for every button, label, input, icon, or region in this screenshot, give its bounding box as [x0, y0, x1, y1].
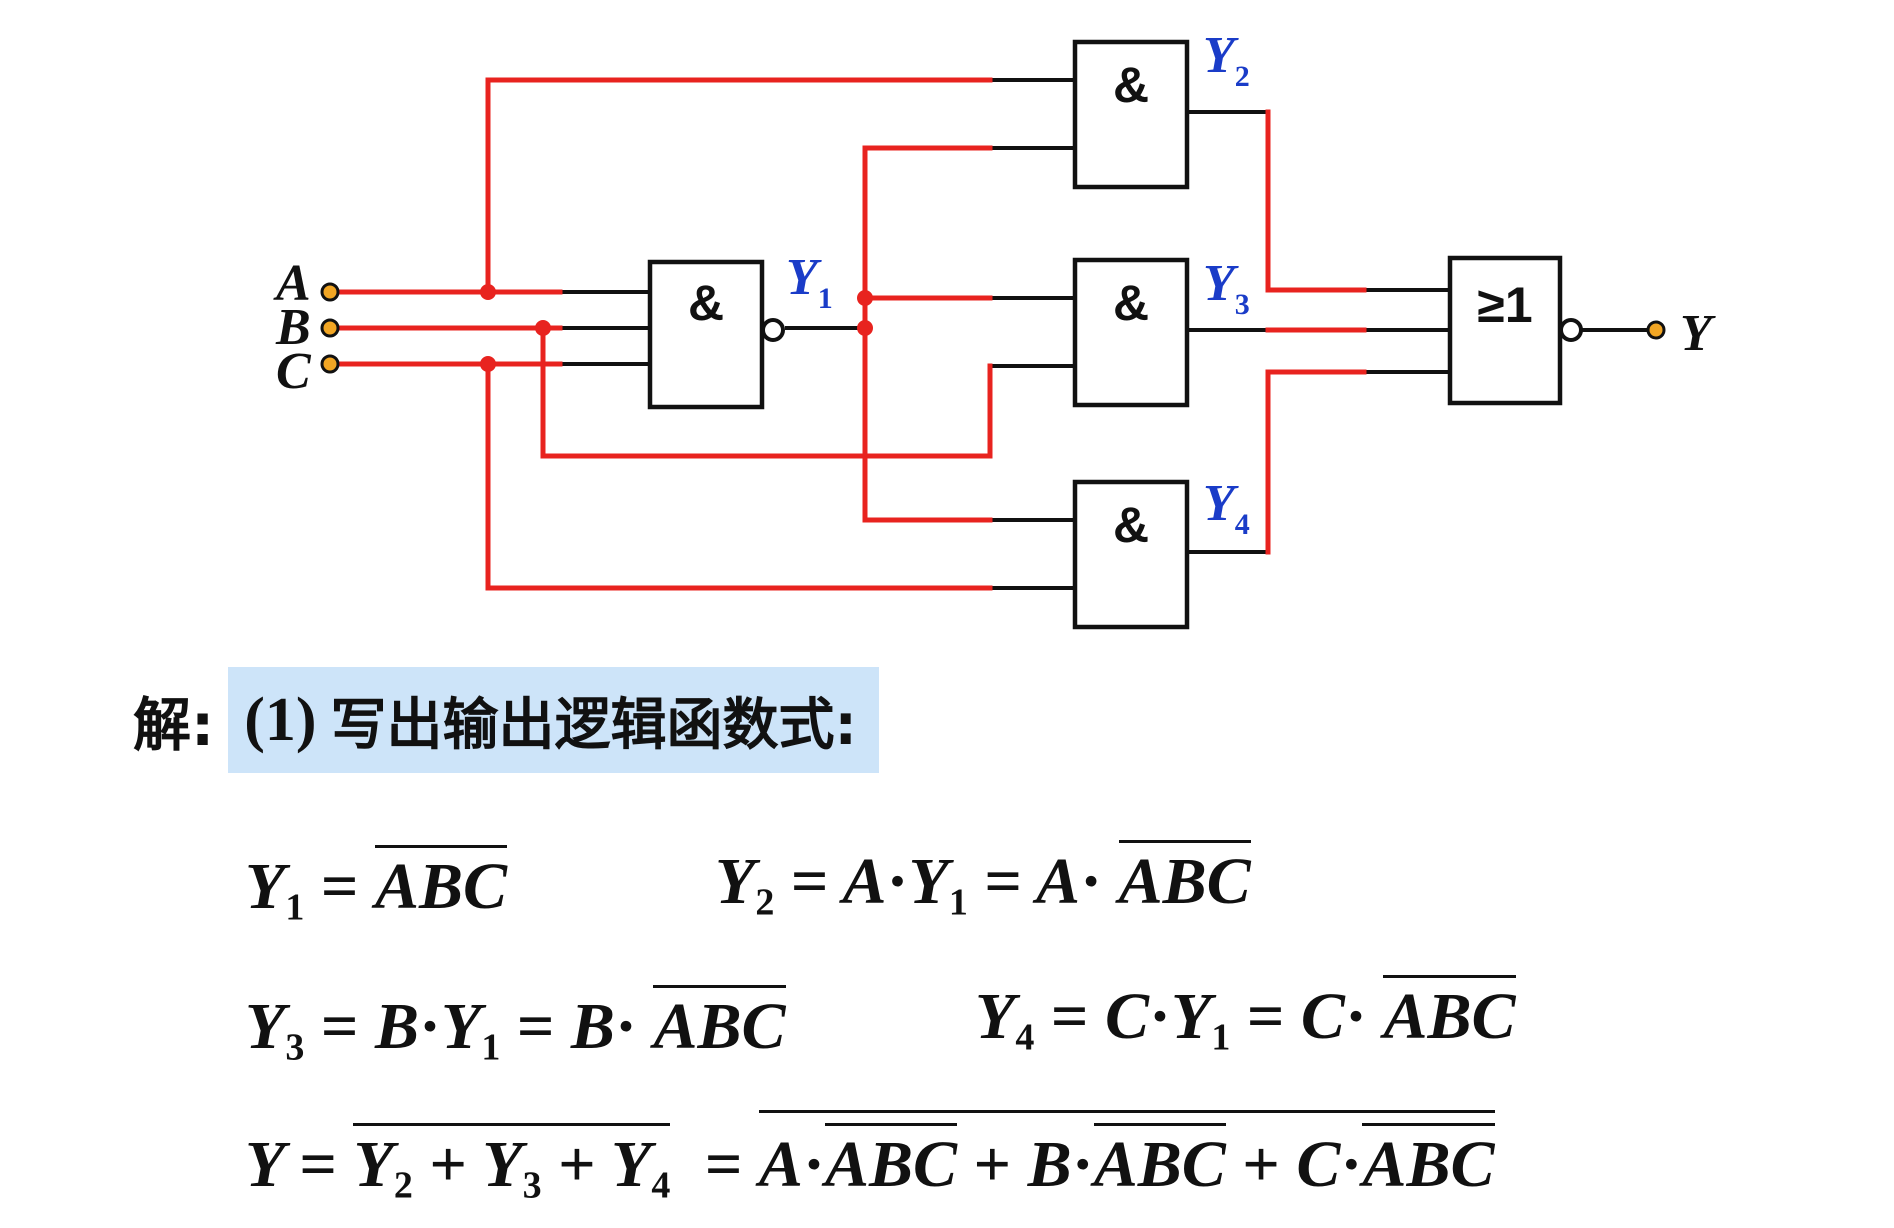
label-y2: Y2 [1203, 27, 1250, 93]
terminal-y [1646, 320, 1666, 340]
equation-y1: Y1 = ABC [245, 845, 508, 926]
wire-y1-bus [862, 145, 993, 331]
step-text: 写出输出逻辑函数式: [330, 692, 857, 758]
wire-y2-to-or [1265, 109, 1367, 293]
gate-pin-stubs [560, 78, 1648, 590]
gate-symbol-or: ≥1 [1477, 277, 1532, 333]
terminals [320, 282, 1666, 374]
wire-c-to-y4-gate [485, 361, 993, 591]
terminal-b [320, 318, 340, 338]
wire-junctions [480, 284, 873, 372]
label-input-c: C [276, 343, 312, 400]
step-number: (1) [244, 685, 317, 754]
and-gate-y3: & [1072, 257, 1190, 408]
inversion-bubble [1559, 318, 1583, 342]
equation-y4: Y4 = C·Y1 = C· ABC [975, 975, 1516, 1056]
gate-symbol-and: & [1113, 57, 1149, 113]
terminal-a [320, 282, 340, 302]
inversion-bubble [761, 318, 785, 342]
label-input-a: A [273, 255, 311, 312]
gate-symbol-and: & [688, 275, 724, 331]
solution-prefix: 解: [133, 691, 215, 759]
and-gate-y2: & [1072, 39, 1190, 190]
equation-y-output: Y = Y2 + Y3 + Y4 = A·ABC + B·ABC + C·ABC [245, 1110, 1495, 1204]
overbar-expanded: A·ABC + B·ABC + C·ABC [758, 1110, 1495, 1198]
equation-y3: Y3 = B·Y1 = B· ABC [245, 985, 786, 1066]
label-y4: Y4 [1203, 475, 1250, 541]
wire-b-to-y3-gate [540, 325, 993, 459]
label-y3: Y3 [1203, 255, 1250, 321]
label-input-b: B [275, 299, 311, 356]
solution-step-highlight: (1) 写出输出逻辑函数式: [228, 667, 879, 773]
nand-gate-y1: & [647, 259, 785, 410]
wire-y4-to-or [1265, 369, 1367, 555]
logic-circuit-diagram: & & & & ≥1 A B C Y Y1 Y2 Y3 Y4 [273, 27, 1716, 630]
equation-y2: Y2 = A·Y1 = A· ABC [715, 840, 1251, 921]
label-y1: Y1 [786, 249, 833, 315]
solution-header: 解: (1) 写出输出逻辑函数式: [133, 667, 879, 773]
gate-symbol-and: & [1113, 497, 1149, 553]
gate-symbol-and: & [1113, 275, 1149, 331]
label-output-y: Y [1680, 305, 1716, 362]
terminal-c [320, 354, 340, 374]
overbar-sum: Y2 + Y3 + Y4 [353, 1123, 671, 1204]
and-gate-y4: & [1072, 479, 1190, 630]
circuit-wires [327, 77, 1367, 591]
wire-y1-to-y4 [862, 325, 993, 523]
nor-gate-output: ≥1 [1447, 255, 1583, 406]
wire-a-to-y2-gate [485, 77, 993, 295]
